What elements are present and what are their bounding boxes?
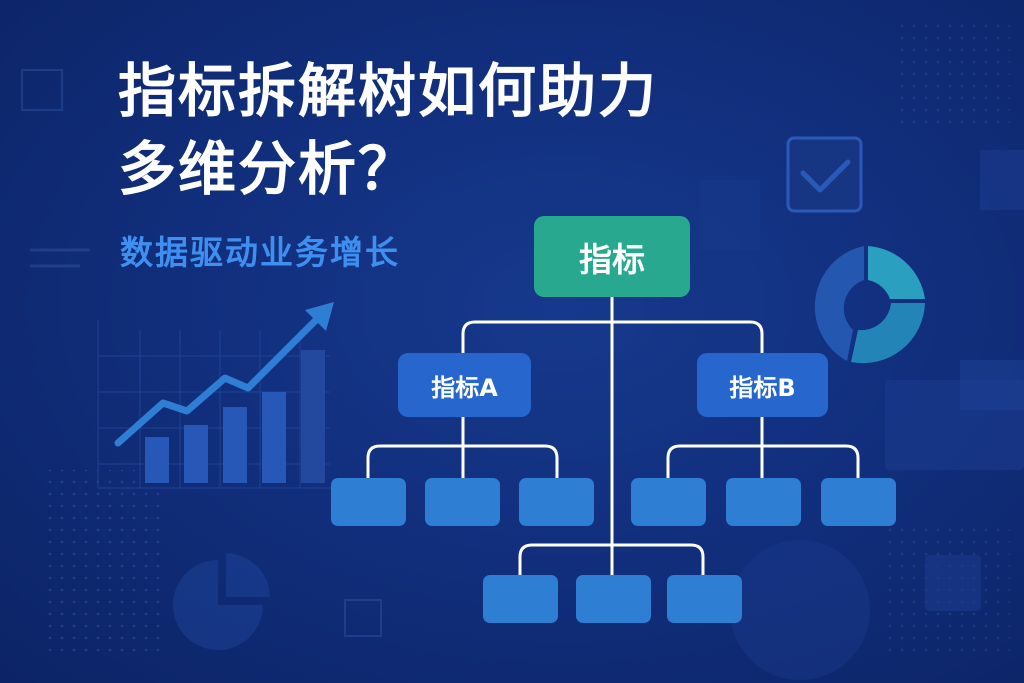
dot-grid-left [40,470,160,660]
faint-square-top-left [21,69,63,111]
faint-panel-mid [700,180,760,250]
tree-leaf-b3 [821,478,896,526]
subtitle: 数据驱动业务增长 [120,233,400,272]
pie-chart-icon [173,553,270,650]
faint-panel-right-2 [960,360,1024,410]
tree-leaf-a2 [425,478,500,526]
tree-root-node: 指标 [534,216,690,297]
tree-leaf-c3 [667,575,742,623]
faint-circle-bottom [730,540,870,680]
faint-panel-top-right [980,150,1024,210]
tree-leaf-a1 [331,478,406,526]
tree-connectors [366,297,860,575]
tree-leaf-a3 [519,478,594,526]
dot-grid-top-right [900,20,1010,130]
tree-branch-b-node: 指标B [697,353,828,417]
page-title: 指标拆解树如何助力 多维分析？ [118,52,658,208]
tree-leaf-c2 [576,575,651,623]
faint-square-bottom [344,599,382,637]
title-line-2: 多维分析？ [118,135,419,203]
donut-chart-icon [814,246,925,364]
faint-square-bottom-right [925,555,981,611]
title-line-1: 指标拆解树如何助力 [118,57,659,125]
tree-leaf-c1 [483,575,558,623]
tree-leaf-b2 [726,478,801,526]
checkbox-icon [786,136,863,213]
tree-leaf-b1 [631,478,706,526]
bar-chart-with-rising-arrow-icon [97,302,340,489]
tree-branch-a-node: 指标A [398,353,531,417]
